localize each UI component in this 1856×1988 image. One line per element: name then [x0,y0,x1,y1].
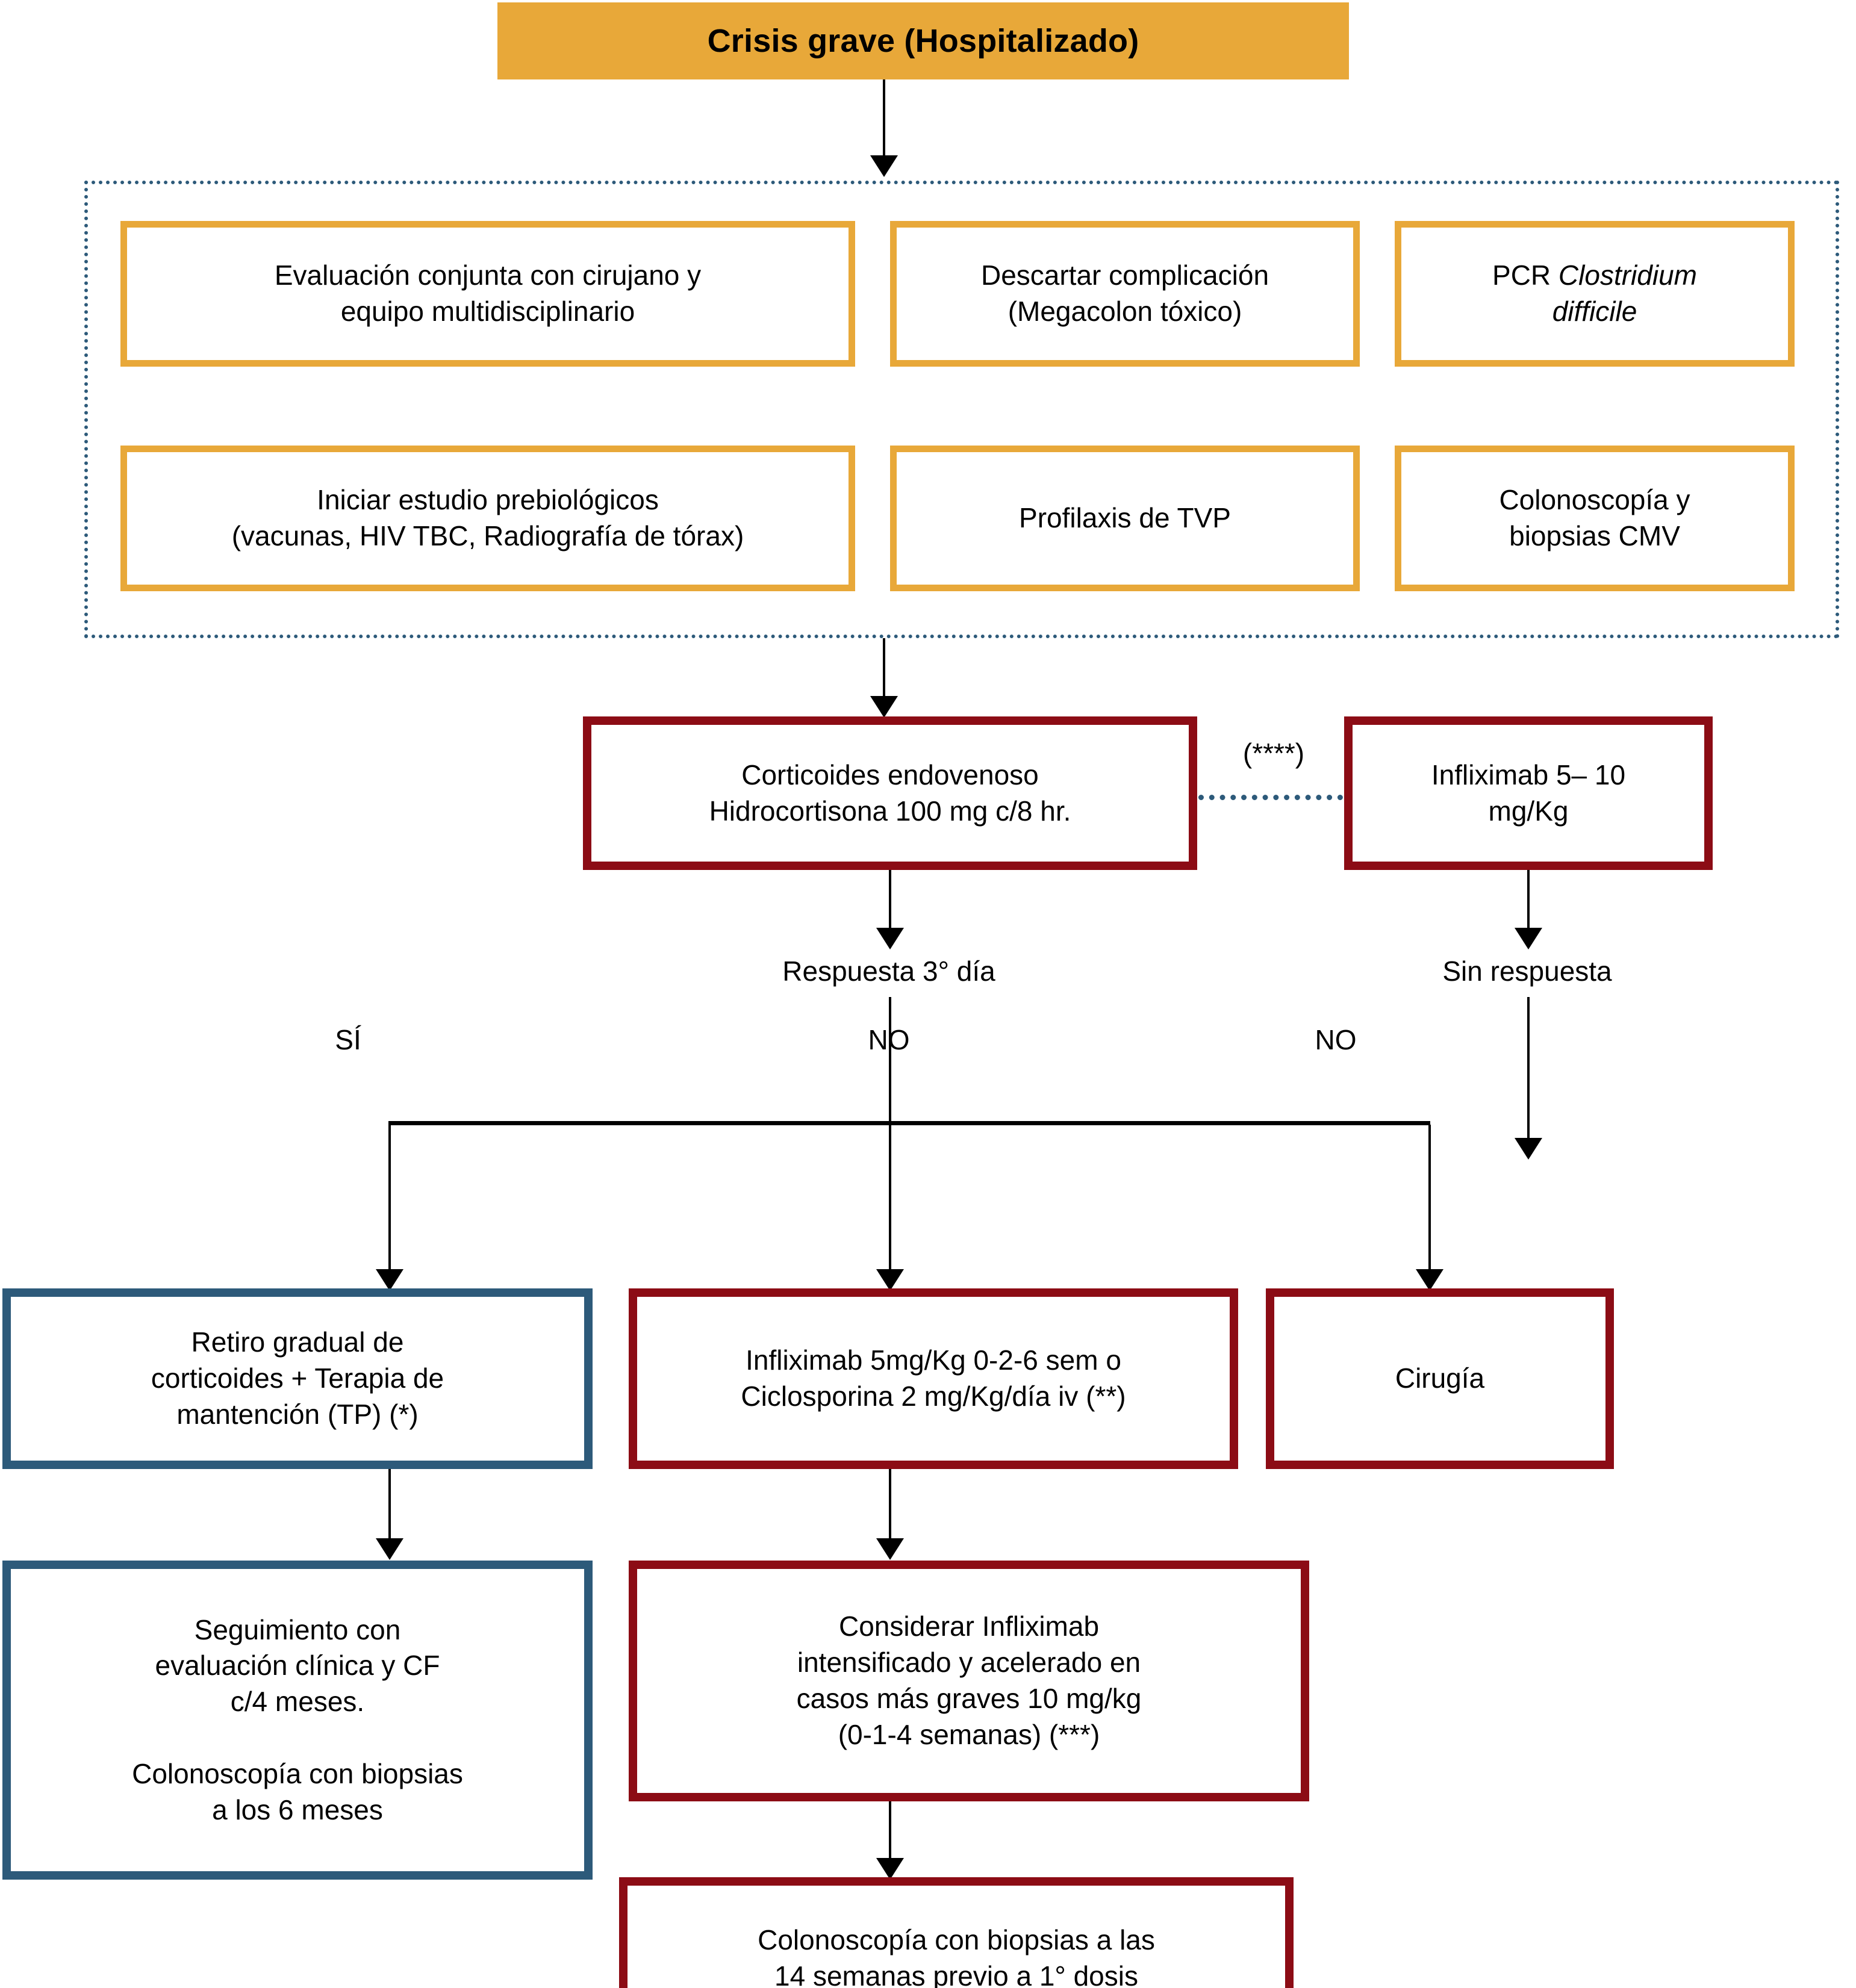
colonoscopia14-line-1: Colonoscopía con biopsias a las [758,1924,1155,1956]
connector-split-to-cirugia [1428,1125,1431,1272]
retiro-line-1: Retiro gradual de [191,1326,404,1358]
arrowhead-split-to-cirugia [1416,1269,1443,1291]
page-title-banner: Crisis grave (Hospitalizado) [497,2,1349,79]
arrowhead-split-to-infliximab [876,1269,904,1291]
connector-split-to-retiro [388,1125,391,1272]
split-bar [388,1121,1430,1125]
connector-respuesta-to-split [889,997,891,1123]
dotted-connector-corticoides-infliximab [1198,795,1343,800]
footnote-four-asterisks: (****) [1242,738,1305,769]
connector-group-to-corticoides [883,638,885,698]
connector-considerar-to-colonoscopia [889,1801,891,1862]
seguimiento-line-1: Seguimiento con [194,1614,401,1645]
arrowhead-sin-respuesta-to-cirugia [1515,1138,1542,1160]
colonoscopia14-line-2: 14 semanas previo a 1° dosis [774,1960,1138,1988]
assessment-box-evaluacion-conjunta[interactable]: Evaluación conjunta con cirujano y equip… [120,221,855,367]
page-title: Crisis grave (Hospitalizado) [707,23,1139,59]
branch-label-no-right: NO [1315,1024,1357,1055]
treatment-box-corticoides[interactable]: Corticoides endovenoso Hidrocortisona 10… [583,716,1197,870]
assessment-line-1: Iniciar estudio prebiológicos [317,484,659,516]
connector-banner-to-group [883,79,885,158]
seguimiento-line-6: a los 6 meses [212,1794,383,1825]
assessment-group-container [84,181,1839,638]
assessment-line-1: Descartar complicación [980,259,1269,291]
considerar-line-2: intensificado y acelerado en [797,1647,1141,1679]
assessment-line-1: Colonoscopía y [1499,484,1690,516]
clostridium-species-label: difficile [1552,296,1637,327]
seguimiento-line-2: evaluación clínica y CF [155,1650,440,1682]
outcome-box-seguimiento[interactable]: Seguimiento con evaluación clínica y CF … [2,1561,593,1880]
infliximab-alt-line-1: Infliximab 5– 10 [1431,759,1626,791]
arrowhead-split-to-retiro [376,1269,403,1291]
arrowhead-infliximab-to-considerar [876,1538,904,1560]
assessment-box-colonoscopia-biopsias-cmv[interactable]: Colonoscopía y biopsias CMV [1395,446,1795,591]
outcome-box-considerar-infliximab[interactable]: Considerar Infliximab intensificado y ac… [629,1561,1309,1801]
arrowhead-retiro-to-seguimiento [376,1538,403,1560]
corticoides-line-1: Corticoides endovenoso [741,759,1039,791]
assessment-box-descartar-complicacion[interactable]: Descartar complicación (Megacolon tóxico… [890,221,1360,367]
considerar-line-4: (0-1-4 semanas) (***) [838,1718,1100,1750]
decision-label-sin-respuesta: Sin respuesta [1442,955,1612,987]
infliximab-cic-line-1: Infliximab 5mg/Kg 0-2-6 sem o [746,1344,1121,1376]
branch-label-si: SÍ [335,1024,361,1055]
outcome-box-infliximab-ciclosporina[interactable]: Infliximab 5mg/Kg 0-2-6 sem o Ciclospori… [629,1288,1238,1469]
connector-corticoides-down [889,870,891,930]
cirugia-line-1: Cirugía [1395,1362,1485,1394]
connector-infliximab-alt-down [1527,870,1530,930]
connector-split-to-infliximab [889,1125,891,1272]
outcome-box-retiro-gradual[interactable]: Retiro gradual de corticoides + Terapia … [2,1288,593,1469]
decision-label-respuesta: Respuesta 3° día [782,955,995,987]
assessment-box-estudio-prebiologicos[interactable]: Iniciar estudio prebiológicos (vacunas, … [120,446,855,591]
assessment-line-1: PCR Clostridium [1407,258,1782,294]
arrowhead-group-to-corticoides [870,696,898,718]
connector-sin-respuesta-to-cirugia [1527,997,1530,1142]
retiro-line-2: corticoides + Terapia de [151,1362,444,1394]
assessment-line-2: (vacunas, HIV TBC, Radiografía de tórax) [231,520,744,551]
connector-infliximab-to-considerar [889,1469,891,1541]
seguimiento-line-3: c/4 meses. [230,1686,365,1718]
arrowhead-corticoides-down [876,928,904,949]
arrowhead-considerar-to-colonoscopia [876,1858,904,1880]
outcome-box-cirugia[interactable]: Cirugía [1266,1288,1614,1469]
arrowhead-infliximab-alt-down [1515,928,1542,949]
arrowhead-banner-to-group [870,155,898,177]
assessment-box-profilaxis-tvp[interactable]: Profilaxis de TVP [890,446,1360,591]
clostridium-genus-label: Clostridium [1558,259,1697,291]
assessment-line-1: Evaluación conjunta con cirujano y [274,259,702,291]
treatment-box-infliximab-alt[interactable]: Infliximab 5– 10 mg/Kg [1344,716,1713,870]
branch-label-no-center: NO [868,1024,910,1055]
retiro-line-3: mantención (TP) (*) [176,1398,419,1430]
seguimiento-spacer [17,1720,578,1756]
outcome-box-colonoscopia-14-semanas[interactable]: Colonoscopía con biopsias a las 14 seman… [619,1877,1294,1988]
considerar-line-1: Considerar Infliximab [838,1611,1100,1642]
assessment-line-2: biopsias CMV [1509,520,1680,551]
infliximab-alt-line-2: mg/Kg [1488,795,1569,827]
assessment-line-2: (Megacolon tóxico) [1007,296,1242,327]
assessment-line-2: equipo multidisciplinario [340,296,635,327]
assessment-box-pcr-clostridium[interactable]: PCR Clostridium difficile [1395,221,1795,367]
corticoides-line-2: Hidrocortisona 100 mg c/8 hr. [709,795,1071,827]
seguimiento-line-5: Colonoscopía con biopsias [132,1757,463,1789]
pcr-prefix-label: PCR [1492,259,1559,291]
infliximab-cic-line-2: Ciclosporina 2 mg/Kg/día iv (**) [741,1381,1126,1412]
connector-retiro-to-seguimiento [388,1469,391,1541]
assessment-line-1: Profilaxis de TVP [1019,502,1231,534]
considerar-line-3: casos más graves 10 mg/kg [796,1683,1142,1714]
